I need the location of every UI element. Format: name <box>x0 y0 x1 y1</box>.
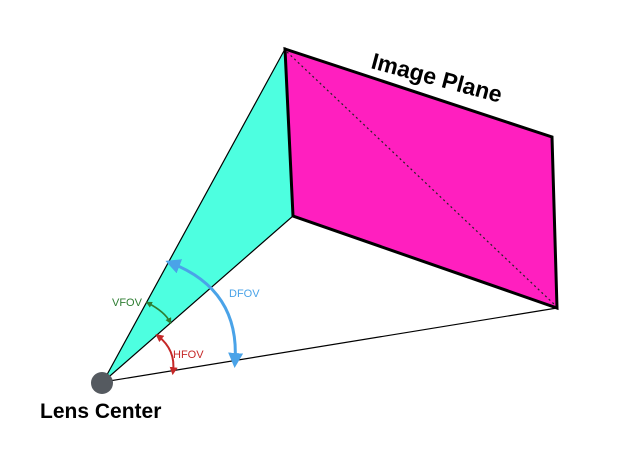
lens-center-point <box>91 372 113 394</box>
hfov-arc <box>155 334 178 376</box>
frustum-side-face <box>102 46 294 383</box>
vfov-label: VFOV <box>112 297 143 309</box>
vfov-arc <box>145 301 172 325</box>
dfov-label: DFOV <box>229 288 260 300</box>
frustum-bottom-edge <box>102 307 558 383</box>
lens-center-label: Lens Center <box>40 400 161 423</box>
dfov-arc <box>165 259 244 368</box>
hfov-label: HFOV <box>173 349 204 361</box>
image-plane-diagonal <box>286 51 556 306</box>
